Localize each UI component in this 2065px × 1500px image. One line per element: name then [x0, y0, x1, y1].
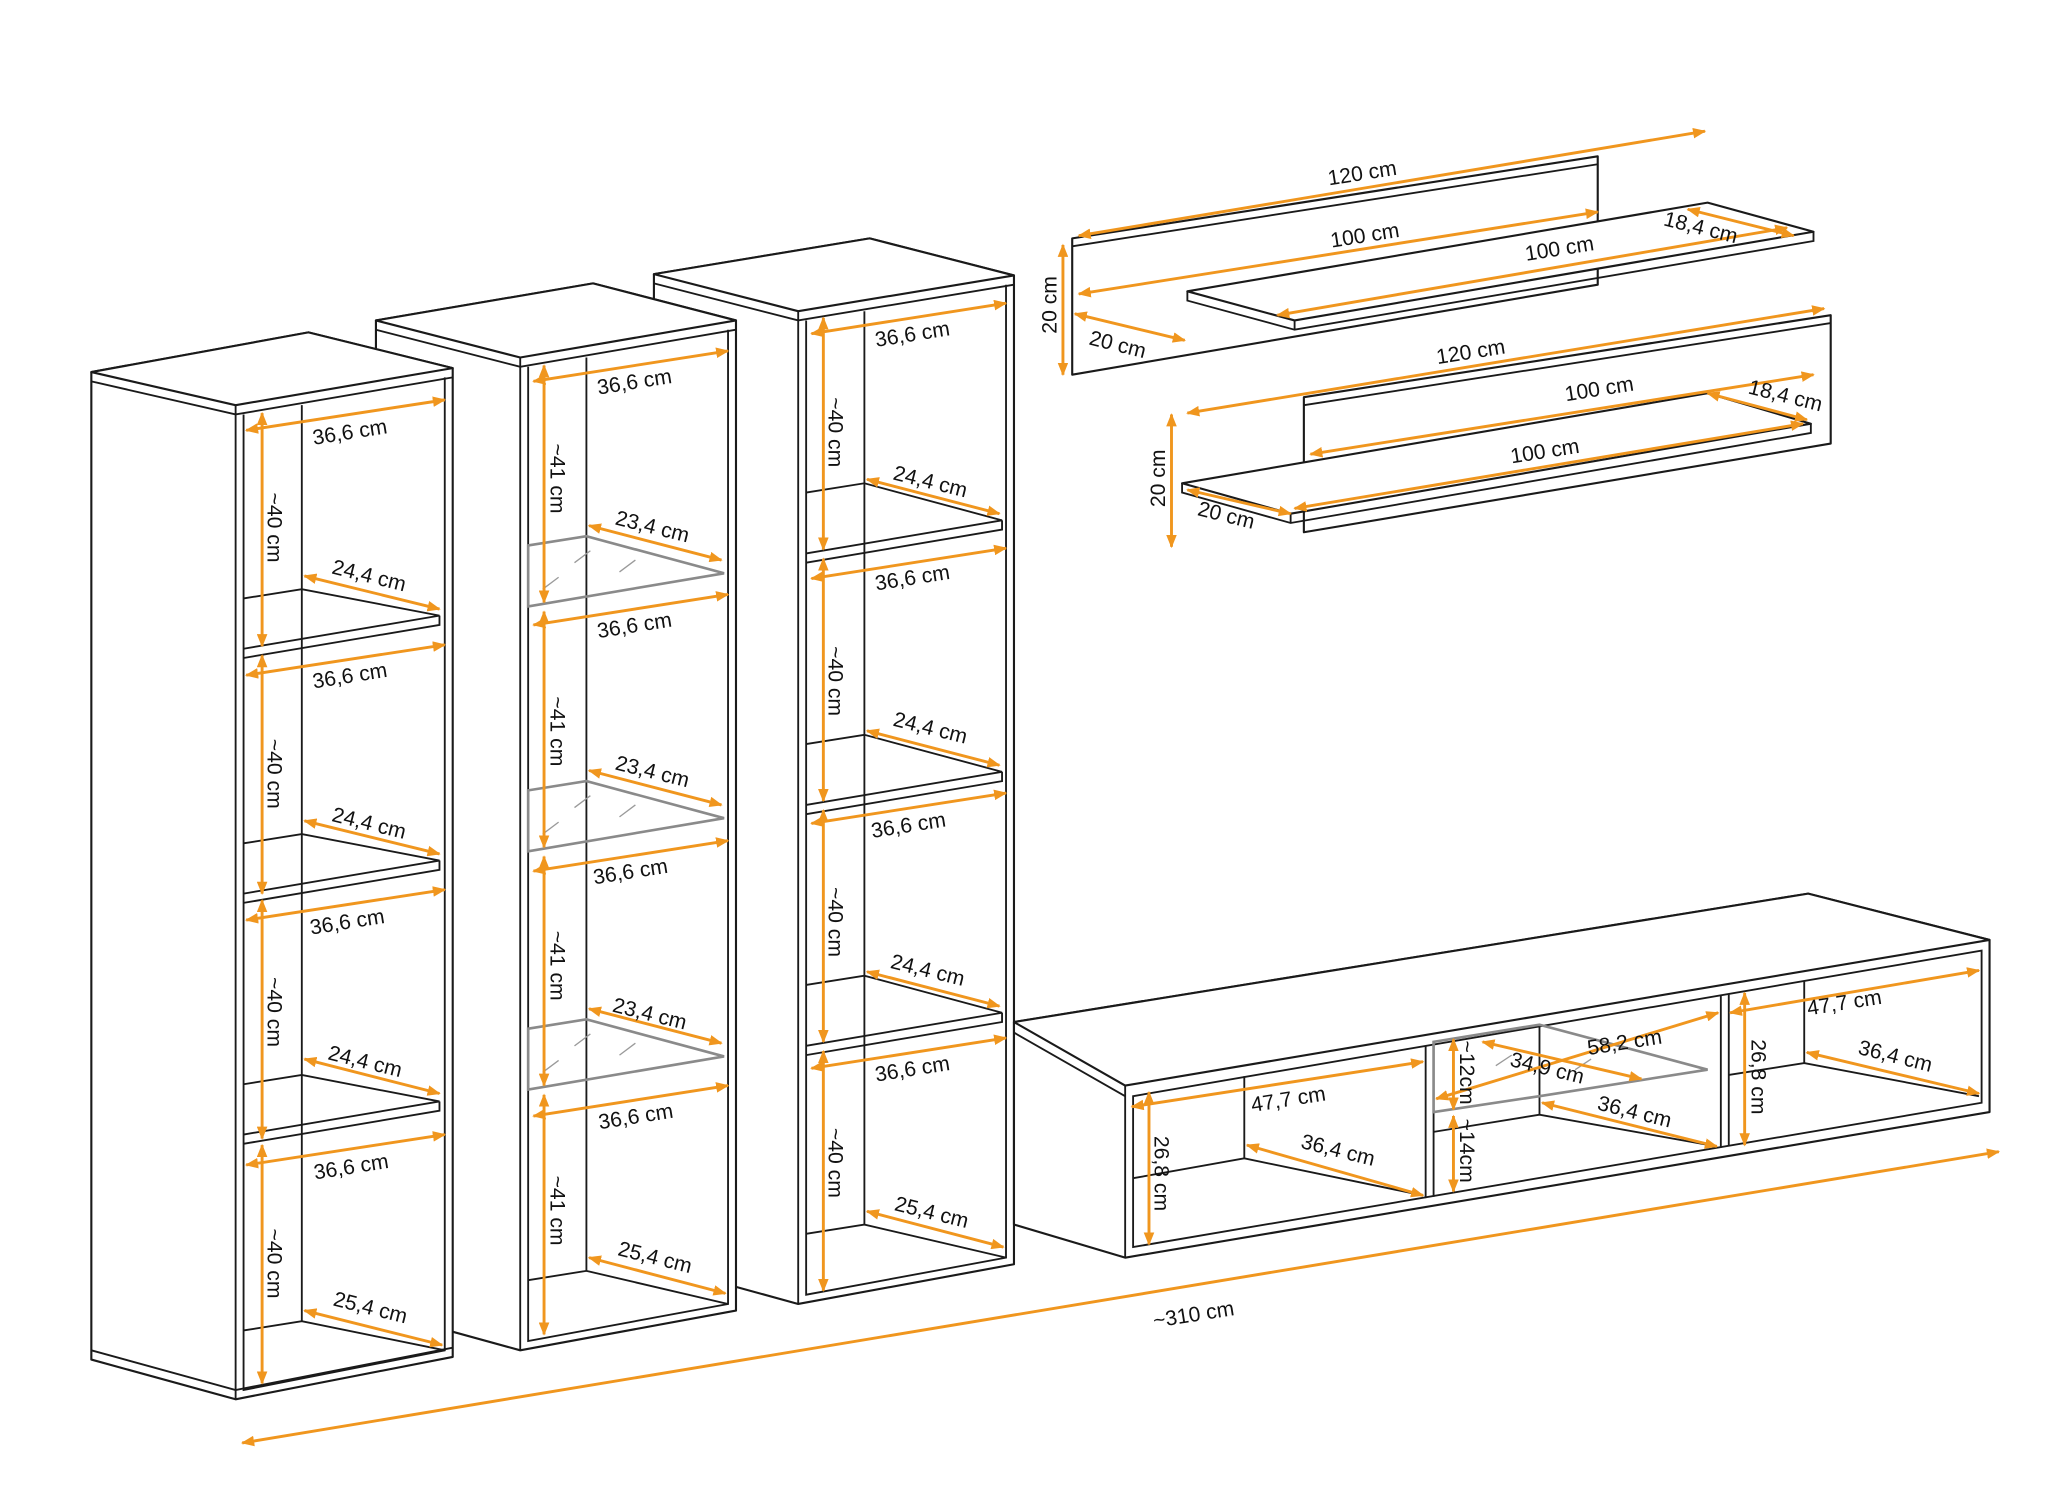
dimension-arrow [1805, 1050, 1981, 1096]
dimension-arrow [240, 1148, 2001, 1447]
right-height-label: 26,8 cm [1746, 1039, 1769, 1114]
height-label: ~41 cm [546, 696, 569, 766]
height-label: ~40 cm [824, 397, 847, 467]
dimension-arrow [244, 886, 447, 924]
dimension-arrow [587, 1006, 723, 1046]
height-label: ~40 cm [262, 493, 285, 563]
dimension-arrow [865, 477, 1001, 516]
left-height-label: 26,8 cm [1149, 1136, 1172, 1211]
middle-lower-height-label: ~14cm [1455, 1119, 1478, 1183]
height-label: ~41 cm [546, 1176, 569, 1246]
height-label: ~40 cm [824, 887, 847, 957]
dimension-arrow [1706, 391, 1809, 422]
dimension-arrow [865, 728, 1001, 768]
dimension-arrow [1481, 1039, 1643, 1082]
dimension-arrow [1540, 1100, 1719, 1149]
dimension-arrow [865, 969, 1001, 1009]
dimension-arrow [532, 591, 730, 629]
dimension-arrow [1186, 487, 1292, 517]
dimension-arrow [303, 1056, 441, 1096]
dimension-arrow [810, 789, 1008, 827]
length-label: 120 cm [1435, 336, 1507, 370]
dimension-arrow [1276, 224, 1789, 319]
dimension-arrow [303, 573, 441, 612]
dimension-arrow [532, 837, 730, 875]
dimension-arrow [587, 523, 723, 563]
cabinet-1: 36,6 cm 36,6 cm 36,6 cm 36,6 cm ~40 cm ~… [90, 331, 454, 1401]
dimension-arrow [532, 347, 730, 385]
dimension-arrow [810, 1034, 1008, 1072]
middle-upper-height-label: ~12cm [1455, 1041, 1478, 1105]
total-width-label: ~310 cm [1151, 1297, 1235, 1333]
dimension-arrow [1186, 305, 1826, 417]
dimension-arrow [1728, 967, 1981, 1016]
height-label: ~41 cm [546, 931, 569, 1001]
height-label: 20 cm [1147, 449, 1170, 507]
dimension-arrow [1293, 420, 1805, 512]
height-label: ~40 cm [824, 1128, 847, 1198]
dimension-arrow [1130, 1058, 1425, 1111]
dimension-arrow [1686, 207, 1795, 238]
dimension-arrow [587, 768, 723, 808]
height-label: ~40 cm [824, 646, 847, 716]
dimension-arrow [244, 641, 447, 679]
wall-shelf-2: 120 cm 100 cm 100 cm 18,4 cm 20 cm 20 cm [1147, 305, 1832, 549]
dimension-arrow [810, 544, 1008, 582]
dimension-arrow [303, 818, 441, 857]
glass-shelf [526, 1018, 725, 1092]
dimension-arrow [532, 1082, 730, 1120]
dimension-arrow [1073, 311, 1187, 343]
height-label: ~40 cm [262, 1229, 285, 1299]
cabinet-2: 36,6 cm 36,6 cm 36,6 cm 36,6 cm ~41 cm ~… [374, 282, 738, 1352]
dimension-arrow [244, 396, 447, 434]
tv-unit: 47,7 cm 36,4 cm 26,8 cm ~12cm ~14cm 58,2… [1012, 892, 1991, 1259]
height-label: ~40 cm [262, 977, 285, 1047]
height-label: 20 cm [1038, 276, 1061, 334]
height-label: ~41 cm [546, 444, 569, 514]
height-label: ~40 cm [262, 739, 285, 809]
cabinet-3: 36,6 cm 36,6 cm 36,6 cm 36,6 cm ~40 cm ~… [652, 237, 1016, 1306]
dimension-arrow [810, 299, 1008, 338]
